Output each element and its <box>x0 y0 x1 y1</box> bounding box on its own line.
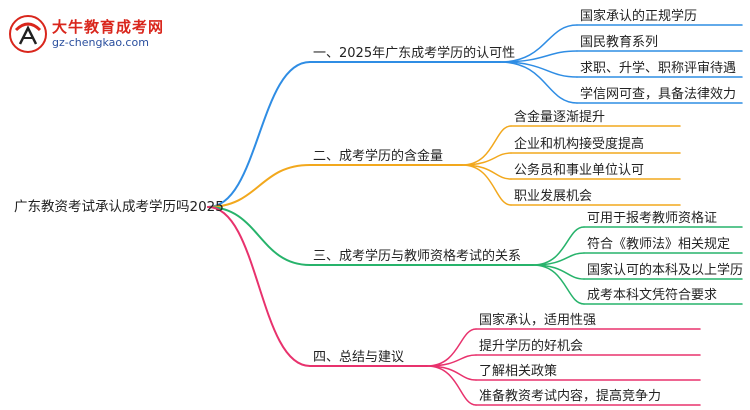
branch-2-item-4-connector <box>461 164 512 206</box>
branch-1-item-4-connector <box>499 61 578 104</box>
branch-2-item-1: 含金量逐渐提升 <box>514 110 606 125</box>
branch-1-item-4: 学信网可查，具备法律效力 <box>580 87 737 102</box>
branch-2-item-2: 企业和机构接受度提高 <box>514 137 645 152</box>
branch-3-item-1: 可用于报考教师资格证 <box>587 211 718 226</box>
branch-4-item-2-connector <box>426 354 477 367</box>
branch-1-connector <box>207 61 311 208</box>
branch-4-item-3: 了解相关政策 <box>479 364 558 379</box>
branch-3-item-4: 成考本科文凭符合要求 <box>587 288 718 303</box>
branch-2-connector <box>207 164 311 208</box>
site-logo: 大牛教育成考网 gz-chengkao.com <box>8 14 178 54</box>
branch-1-item-1: 国家承认的正规学历 <box>580 9 698 24</box>
branch-3-item-4-connector <box>532 264 585 305</box>
branch-1-item-3-connector <box>499 61 578 78</box>
branch-3-connector <box>207 206 311 266</box>
branch-1-item-1-connector <box>499 24 578 63</box>
logo-url: gz-chengkao.com <box>52 36 149 49</box>
branch-3-item-2: 符合《教师法》相关规定 <box>587 237 731 252</box>
logo-title: 大牛教育成考网 <box>52 18 165 36</box>
branch-1-item-3: 求职、升学、职称评审待遇 <box>580 61 737 76</box>
branch-2-item-3: 公务员和事业单位认可 <box>514 163 645 178</box>
branch-2-item-1-connector <box>461 125 512 166</box>
branch-4-label: 四、总结与建议 <box>313 350 405 365</box>
branch-4-connector <box>207 206 311 367</box>
branch-4-item-2: 提升学历的好机会 <box>479 339 584 354</box>
branch-4-item-4: 准备教资考试内容，提高竞争力 <box>479 389 662 404</box>
root-topic: 广东教资考试承认成考学历吗2025 <box>14 199 224 215</box>
branch-2-item-4: 职业发展机会 <box>514 189 593 204</box>
branch-3-item-3: 国家认可的本科及以上学历 <box>587 263 744 278</box>
logo-mark-icon <box>9 15 47 53</box>
branch-4-item-4-connector <box>426 365 477 406</box>
branch-4-item-1: 国家承认，适用性强 <box>479 313 597 328</box>
branch-3-item-1-connector <box>532 226 585 266</box>
branch-2-label: 二、成考学历的含金量 <box>313 149 444 164</box>
branch-3-label: 三、成考学历与教师资格考试的关系 <box>313 249 522 264</box>
branch-4-item-1-connector <box>426 328 477 367</box>
branch-1-item-2: 国民教育系列 <box>580 35 659 50</box>
branch-1-label: 一、2025年广东成考学历的认可性 <box>313 46 516 61</box>
